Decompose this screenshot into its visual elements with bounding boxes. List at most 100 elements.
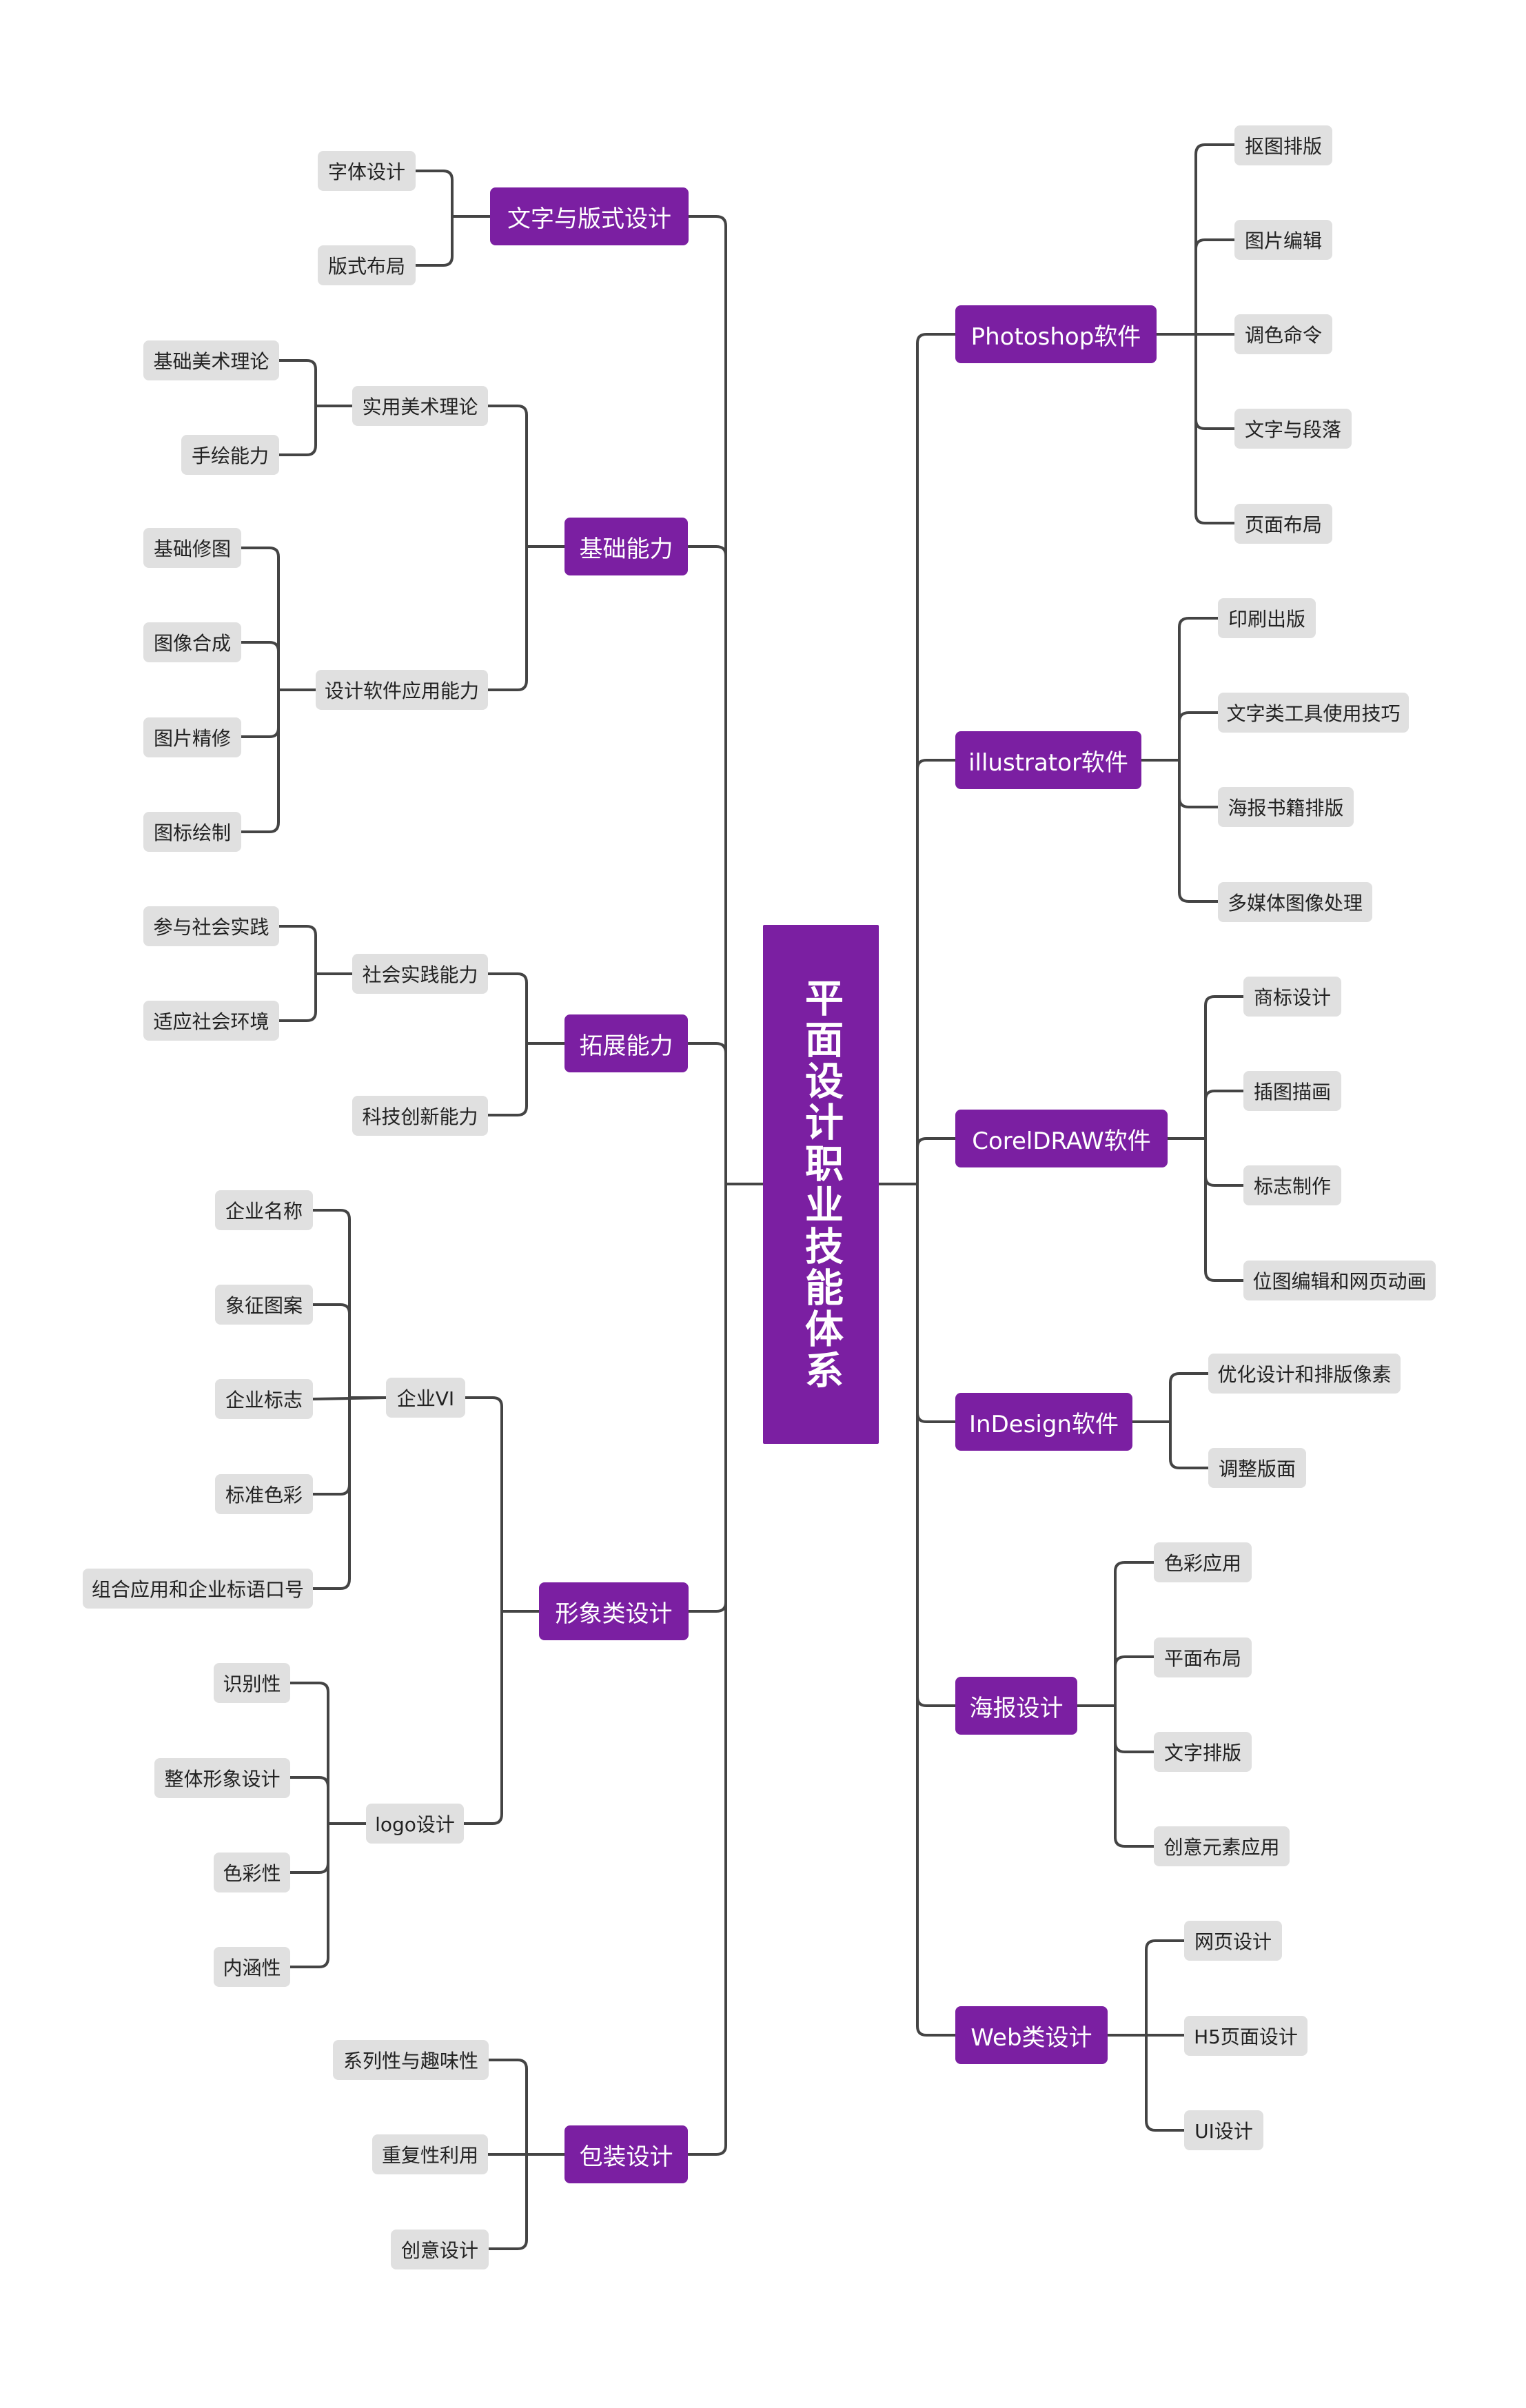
node-实用美术理论[interactable]: 实用美术理论 xyxy=(352,386,488,426)
node-识别性[interactable]: 识别性 xyxy=(214,1663,290,1703)
node-拓展能力[interactable]: 拓展能力 xyxy=(564,1014,688,1072)
node-印刷出版[interactable]: 印刷出版 xyxy=(1218,598,1316,638)
node-企业vi[interactable]: 企业VI xyxy=(386,1378,465,1418)
connector-illustrator软件 xyxy=(1140,711,1219,762)
connector-基础能力 xyxy=(487,405,566,548)
connector-indesign软件 xyxy=(1131,1420,1210,1469)
node-整体形象设计[interactable]: 整体形象设计 xyxy=(154,1758,290,1798)
connector-企业vi xyxy=(312,1303,387,1399)
connector-设计软件应用能力 xyxy=(240,547,317,691)
connector-root-left xyxy=(687,1042,764,1185)
node-多媒体图像处理[interactable]: 多媒体图像处理 xyxy=(1218,882,1372,922)
node-位图编辑和网页动画[interactable]: 位图编辑和网页动画 xyxy=(1243,1261,1436,1300)
connector-包装设计 xyxy=(487,2059,566,2156)
connector-海报设计 xyxy=(1076,1655,1155,1707)
node-photoshop软件[interactable]: Photoshop软件 xyxy=(955,305,1157,363)
node-象征图案[interactable]: 象征图案 xyxy=(215,1285,313,1325)
node-图片编辑[interactable]: 图片编辑 xyxy=(1234,220,1332,260)
node-基础能力[interactable]: 基础能力 xyxy=(564,518,688,575)
node-创意设计[interactable]: 创意设计 xyxy=(391,2230,489,2269)
connector-形象类设计 xyxy=(462,1610,540,1825)
root-node[interactable]: 平面设计职业技能体系 xyxy=(763,925,879,1444)
node-coreldraw软件[interactable]: CorelDRAW软件 xyxy=(955,1110,1168,1167)
connector-root-left xyxy=(687,215,764,1185)
node-图像合成[interactable]: 图像合成 xyxy=(143,622,241,662)
node-网页设计[interactable]: 网页设计 xyxy=(1184,1921,1282,1961)
node-ui设计[interactable]: UI设计 xyxy=(1184,2110,1263,2150)
node-基础修图[interactable]: 基础修图 xyxy=(143,528,241,568)
node-商标设计[interactable]: 商标设计 xyxy=(1243,977,1341,1017)
node-创意元素应用[interactable]: 创意元素应用 xyxy=(1154,1826,1290,1866)
node-海报书籍排版[interactable]: 海报书籍排版 xyxy=(1218,787,1354,827)
connector-形象类设计 xyxy=(464,1396,540,1613)
node-indesign软件[interactable]: InDesign软件 xyxy=(955,1393,1132,1451)
node-文字与段落[interactable]: 文字与段落 xyxy=(1234,409,1352,449)
node-logo设计[interactable]: logo设计 xyxy=(366,1804,464,1844)
connector-企业vi xyxy=(312,1396,387,1590)
connector-photoshop软件 xyxy=(1155,238,1236,336)
node-图标绘制[interactable]: 图标绘制 xyxy=(143,812,241,852)
node-illustrator软件[interactable]: illustrator软件 xyxy=(955,731,1141,789)
node-内涵性[interactable]: 内涵性 xyxy=(214,1947,290,1987)
node-抠图排版[interactable]: 抠图排版 xyxy=(1234,125,1332,165)
node-重复性利用[interactable]: 重复性利用 xyxy=(372,2134,488,2174)
node-字体设计[interactable]: 字体设计 xyxy=(318,151,416,191)
connector-文字与版式设计 xyxy=(414,215,491,267)
node-h5页面设计[interactable]: H5页面设计 xyxy=(1184,2016,1308,2056)
connector-logo设计 xyxy=(289,1822,367,1968)
connector-indesign软件 xyxy=(1131,1372,1210,1423)
connector-拓展能力 xyxy=(487,1042,566,1116)
node-文字与版式设计[interactable]: 文字与版式设计 xyxy=(490,187,689,245)
connector-coreldraw软件 xyxy=(1166,1090,1245,1140)
node-标准色彩[interactable]: 标准色彩 xyxy=(215,1474,313,1514)
connector-root-right xyxy=(877,759,957,1185)
node-科技创新能力[interactable]: 科技创新能力 xyxy=(352,1096,488,1136)
node-参与社会实践[interactable]: 参与社会实践 xyxy=(143,906,279,946)
connector-文字与版式设计 xyxy=(414,170,491,218)
node-调色命令[interactable]: 调色命令 xyxy=(1234,314,1332,354)
connector-设计软件应用能力 xyxy=(240,688,317,833)
connector-海报设计 xyxy=(1076,1704,1155,1848)
node-文字排版[interactable]: 文字排版 xyxy=(1154,1732,1252,1772)
connector-root-left xyxy=(687,545,764,1185)
connector-illustrator软件 xyxy=(1140,617,1219,762)
node-企业标志[interactable]: 企业标志 xyxy=(215,1379,313,1419)
node-组合应用和企业标语口号[interactable]: 组合应用和企业标语口号 xyxy=(83,1569,313,1609)
node-手绘能力[interactable]: 手绘能力 xyxy=(181,435,279,475)
node-版式布局[interactable]: 版式布局 xyxy=(318,245,416,285)
connector-root-right xyxy=(877,1183,957,2037)
node-海报设计[interactable]: 海报设计 xyxy=(955,1677,1077,1735)
node-色彩性[interactable]: 色彩性 xyxy=(214,1853,290,1892)
node-web类设计[interactable]: Web类设计 xyxy=(955,2006,1108,2064)
connector-logo设计 xyxy=(289,1682,367,1825)
connector-海报设计 xyxy=(1076,1561,1155,1707)
node-社会实践能力[interactable]: 社会实践能力 xyxy=(352,954,488,994)
connector-illustrator软件 xyxy=(1140,759,1219,903)
node-平面布局[interactable]: 平面布局 xyxy=(1154,1637,1252,1677)
node-设计软件应用能力[interactable]: 设计软件应用能力 xyxy=(316,670,488,710)
node-插图描画[interactable]: 插图描画 xyxy=(1243,1071,1341,1111)
node-包装设计[interactable]: 包装设计 xyxy=(564,2125,688,2183)
node-适应社会环境[interactable]: 适应社会环境 xyxy=(143,1001,279,1041)
node-图片精修[interactable]: 图片精修 xyxy=(143,717,241,757)
node-页面布局[interactable]: 页面布局 xyxy=(1234,504,1332,544)
connector-web类设计 xyxy=(1106,1939,1186,2037)
node-色彩应用[interactable]: 色彩应用 xyxy=(1154,1542,1252,1582)
connector-社会实践能力 xyxy=(278,925,354,975)
node-文字类工具使用技巧[interactable]: 文字类工具使用技巧 xyxy=(1218,693,1409,733)
connector-coreldraw软件 xyxy=(1166,995,1245,1140)
node-系列性与趣味性[interactable]: 系列性与趣味性 xyxy=(333,2040,489,2080)
connector-实用美术理论 xyxy=(278,405,354,456)
node-基础美术理论[interactable]: 基础美术理论 xyxy=(143,340,279,380)
node-企业名称[interactable]: 企业名称 xyxy=(215,1190,313,1230)
connector-拓展能力 xyxy=(487,972,566,1045)
connector-root-right xyxy=(877,333,957,1185)
connector-实用美术理论 xyxy=(278,359,354,407)
node-形象类设计[interactable]: 形象类设计 xyxy=(539,1582,689,1640)
node-调整版面[interactable]: 调整版面 xyxy=(1208,1448,1306,1488)
node-标志制作[interactable]: 标志制作 xyxy=(1243,1165,1341,1205)
node-优化设计和排版像素[interactable]: 优化设计和排版像素 xyxy=(1208,1354,1401,1394)
connector-基础能力 xyxy=(487,545,566,691)
connector-photoshop软件 xyxy=(1155,143,1236,336)
